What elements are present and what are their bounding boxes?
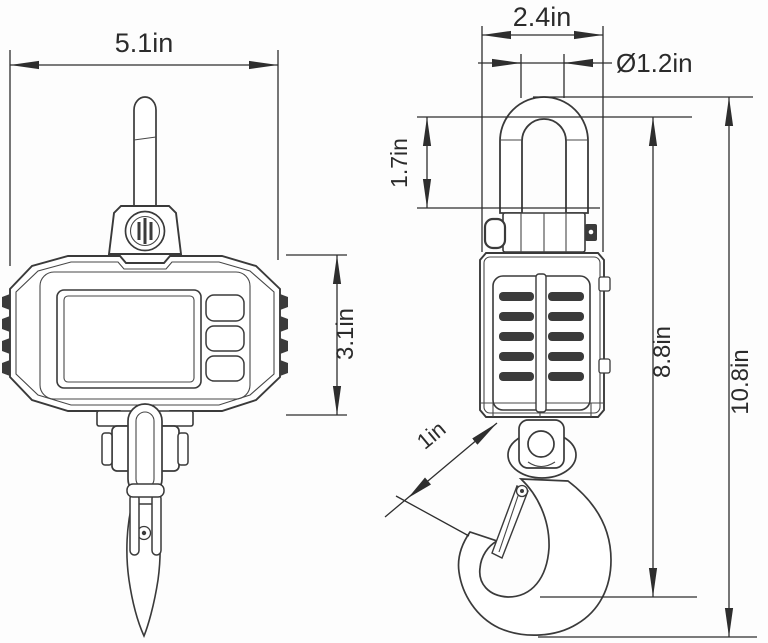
side-pin-assembly	[483, 212, 597, 253]
dimension-line	[384, 422, 498, 518]
side-hook-body	[457, 478, 612, 636]
side-body-inner-line	[483, 256, 601, 414]
dimension-label-front-width: 5.1in	[115, 28, 174, 58]
side-hook-assembly	[457, 419, 612, 636]
lcd-display	[56, 289, 202, 389]
dimension-shackle-diameter: Ø1.2in	[478, 48, 693, 98]
latch-pivot-dot	[520, 489, 524, 493]
front-clamp-tab-right	[177, 432, 189, 466]
front-view: 5.1in 3.1in	[2, 28, 359, 639]
front-scale-body	[2, 255, 288, 419]
front-bottom-assembly	[96, 403, 194, 639]
safety-latch-line	[498, 489, 521, 553]
dimension-label-inner-height: 8.8in	[649, 326, 676, 378]
front-face-panel	[39, 271, 251, 400]
front-shackle-bar	[133, 96, 157, 212]
dimension-label-overall-height: 10.8in	[727, 349, 754, 414]
front-shackle-bar-outline	[133, 96, 157, 212]
front-clamp-tab-left	[101, 432, 113, 466]
vent-slats	[499, 292, 584, 381]
side-view: 2.4in Ø1.2in 1.7in 1in	[384, 2, 757, 638]
side-pin-tab-dot	[588, 229, 594, 235]
front-right-grip-ribs	[280, 294, 288, 376]
dimension-inner-height: 8.8in	[540, 117, 697, 598]
dimension-arrow	[408, 477, 431, 498]
swivel-shank	[518, 419, 565, 469]
front-clevis-pin	[126, 483, 165, 498]
safety-latch	[491, 484, 529, 559]
side-shackle	[499, 96, 589, 214]
extension-line	[395, 495, 470, 537]
side-pin-cap	[483, 217, 507, 250]
dimension-label-side-width: 2.4in	[513, 2, 572, 32]
front-clevis-leg-left	[129, 493, 140, 556]
front-body-inner-line	[15, 261, 275, 406]
dimension-label-shackle-height: 1.7in	[386, 138, 412, 188]
dimension-hook-opening: 1in	[384, 416, 498, 537]
side-scale-body	[479, 252, 611, 418]
dimension-label-shackle-diameter: Ø1.2in	[616, 48, 693, 78]
dimension-label-hook-opening: 1in	[412, 416, 451, 454]
front-latch-pivot-dot	[141, 530, 147, 536]
dimension-front-height: 3.1in	[286, 254, 359, 416]
front-left-grip-ribs	[2, 294, 10, 376]
swivel-collar-line	[527, 461, 556, 468]
swivel-nut	[527, 430, 555, 458]
dimension-label-front-height: 3.1in	[332, 308, 359, 360]
side-shackle-outline	[499, 96, 589, 214]
front-load-link-outer	[127, 403, 163, 497]
vent-center-divider	[535, 273, 547, 413]
lcd-screen	[63, 295, 195, 383]
device-button-1	[205, 294, 245, 322]
dimension-front-width: 5.1in	[9, 28, 279, 266]
dimension-shackle-height: 1.7in	[386, 116, 692, 209]
side-body-tab-lower	[598, 358, 611, 374]
front-pin-bracket	[107, 205, 183, 255]
front-clevis-leg-right	[151, 493, 162, 556]
dimension-overall-height: 10.8in	[533, 96, 757, 638]
lcd-bezel	[56, 289, 202, 389]
device-button-2	[205, 325, 245, 352]
dimension-side-width: 2.4in	[481, 2, 604, 252]
device-button-3	[205, 355, 245, 382]
front-shackle-bar-seam	[133, 136, 157, 141]
side-body-tab-upper	[598, 276, 611, 292]
front-pin-inner	[129, 215, 161, 247]
